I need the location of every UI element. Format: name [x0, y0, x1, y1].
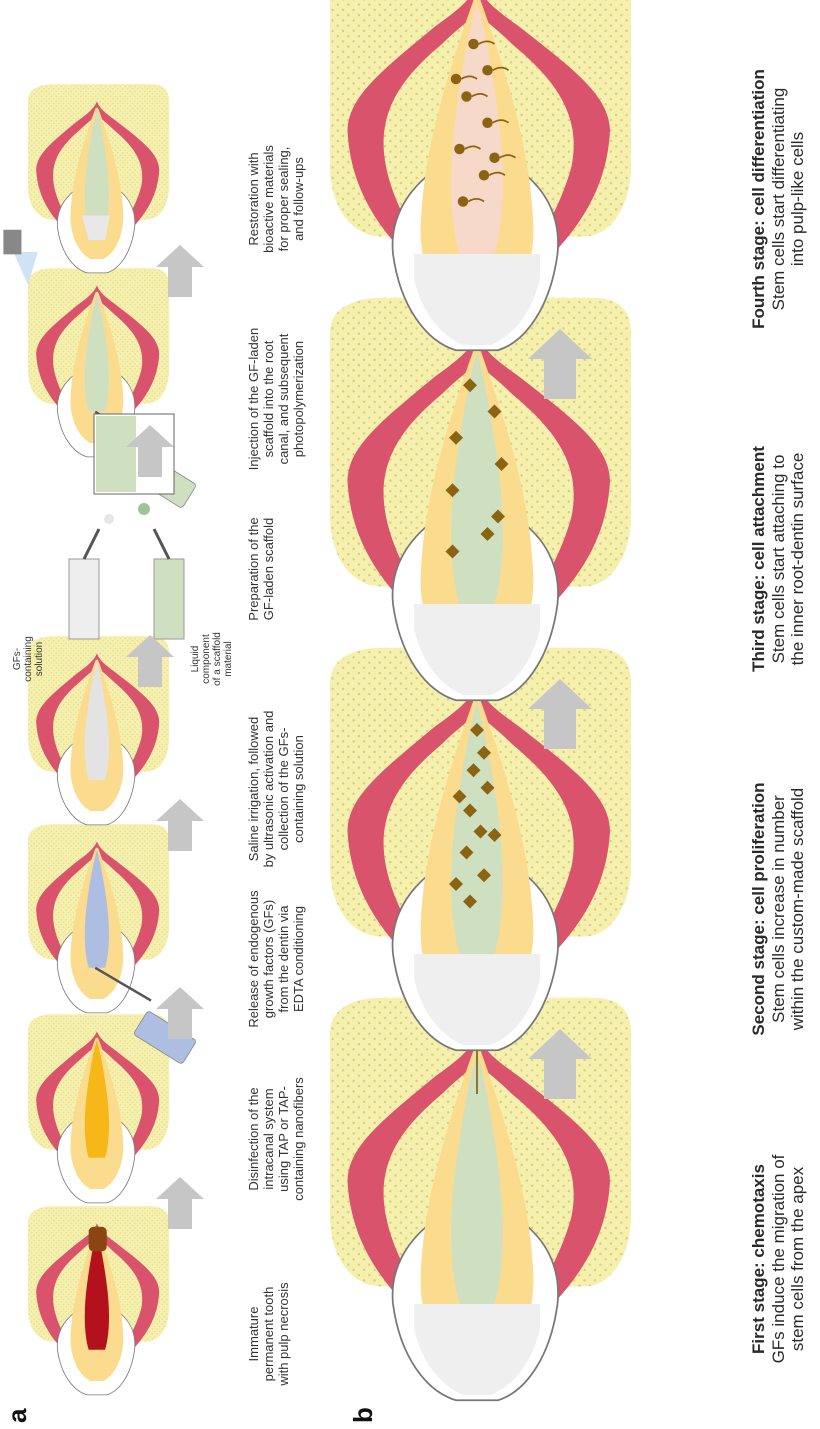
panel-b-stages [330, 0, 631, 1400]
caption-line: scaffold into the root [261, 340, 276, 457]
caption-line: intracanal system [261, 1088, 276, 1189]
caption-line: Injection of the GF-laden [246, 328, 261, 470]
label-line: component [201, 634, 212, 684]
gf-syringe-needle [84, 529, 99, 559]
caption-line: with pulp necrosis [276, 1282, 291, 1387]
panel-b-stage-title-3: Third stage: cell attachment [749, 446, 768, 672]
panel-a-caption-5: Preparation of theGF-laden scaffold [246, 517, 276, 620]
panel-a-caption-6: Injection of the GF-ladenscaffold into t… [246, 328, 306, 470]
label-line: material [223, 641, 234, 677]
panel-a-caption-7: Restoration withbioactive materialsfor p… [246, 145, 306, 253]
scaffold-syringe-needle [154, 529, 169, 559]
panel-a-caption-2: Disinfection of theintracanal systemusin… [246, 1077, 306, 1201]
caption-line: Immature [246, 1307, 261, 1362]
caption-line: Saline irrigation, followed [246, 717, 261, 862]
panel-b-stage-desc-3: the inner root-dentin surface [788, 453, 807, 666]
panel-b-stage-title-1: First stage: chemotaxis [749, 1164, 768, 1354]
caption-line: using TAP or TAP- [276, 1086, 291, 1192]
caption-line: growth factors (GFs) [261, 900, 276, 1018]
caption-line: photopolymerization [291, 341, 306, 457]
caption-line: containing nanofibers [291, 1077, 306, 1201]
label-line: GFs- [12, 648, 23, 670]
caption-line: from the dentin via [276, 905, 291, 1013]
differentiated-cell [458, 196, 469, 207]
panel-b-stage-title-2: Second stage: cell proliferation [749, 782, 768, 1035]
panel-b-stage-desc-2: Stem cells increase in number [769, 795, 788, 1023]
caption-line: for proper sealing, [276, 147, 291, 252]
panel-b-stage-desc-1: stem cells from the apex [788, 1166, 807, 1351]
panel-a-tooth-7 [28, 84, 169, 273]
differentiated-cell [482, 65, 493, 76]
gf-solution-label: GFs-containingsolution [12, 636, 45, 682]
differentiated-cell [461, 91, 472, 102]
caption-line: collection of the GFs- [276, 728, 291, 851]
panel-b-stage-title-4: Fourth stage: cell differentiation [749, 69, 768, 329]
differentiated-cell [489, 153, 500, 164]
caption-line: Release of endogenous [246, 890, 261, 1028]
differentiated-cell [451, 74, 462, 85]
label-line: solution [34, 642, 45, 676]
caption-line: Restoration with [246, 152, 261, 245]
panel-a-tooth-1 [28, 1206, 169, 1395]
panel-a-label: a [2, 1408, 32, 1423]
panel-b-tooth-4 [330, 0, 631, 350]
panel-b-stage-desc-4: into pulp-like cells [788, 132, 807, 266]
caption-line: Preparation of the [246, 517, 261, 620]
differentiated-cell [454, 144, 465, 155]
panel-b-stage-desc-2: within the custom-made scaffold [788, 788, 807, 1032]
caption-line: canal, and subsequent [276, 333, 291, 464]
panel-a-caption-4: Saline irrigation, followedby ultrasonic… [246, 711, 306, 868]
label-line: Liquid [190, 646, 201, 673]
scaffold-syringe [154, 559, 184, 639]
label-line: containing [23, 636, 34, 682]
gf-drop [104, 514, 114, 524]
scaffold-drop [138, 503, 150, 515]
panel-b-stage-desc-1: GFs induce the migration of [769, 1154, 788, 1363]
caption-line: by ultrasonic activation and [261, 711, 276, 868]
panel-b-stage-desc-3: Stem cells start attaching to [769, 455, 788, 664]
panel-b-stage-desc-4: Stem cells start differentiating [769, 88, 788, 311]
caption-line: GF-laden scaffold [261, 518, 276, 620]
differentiated-cell [468, 39, 479, 50]
caption-line: containing solution [291, 735, 306, 843]
caption-line: bioactive materials [261, 145, 276, 253]
differentiated-cell [479, 170, 490, 181]
gf-syringe [69, 559, 99, 639]
panel-a-caption-1: Immaturepermanent toothwith pulp necrosi… [246, 1282, 291, 1387]
caption-line: and follow-ups [291, 157, 306, 241]
differentiated-cell [482, 118, 493, 129]
panel-b-label: b [348, 1407, 378, 1423]
caption-line: Disinfection of the [246, 1087, 261, 1190]
mixing-cup-contents [96, 416, 136, 492]
caption-line: permanent tooth [261, 1287, 276, 1382]
label-line: of a scaffold [212, 632, 223, 686]
curing-light [3, 230, 21, 255]
panel-a-caption-3: Release of endogenousgrowth factors (GFs… [246, 890, 306, 1028]
necrotic-apex [89, 1227, 107, 1252]
caption-line: EDTA conditioning [291, 906, 306, 1012]
scaffold-material-label: Liquidcomponentof a scaffoldmaterial [190, 632, 234, 686]
